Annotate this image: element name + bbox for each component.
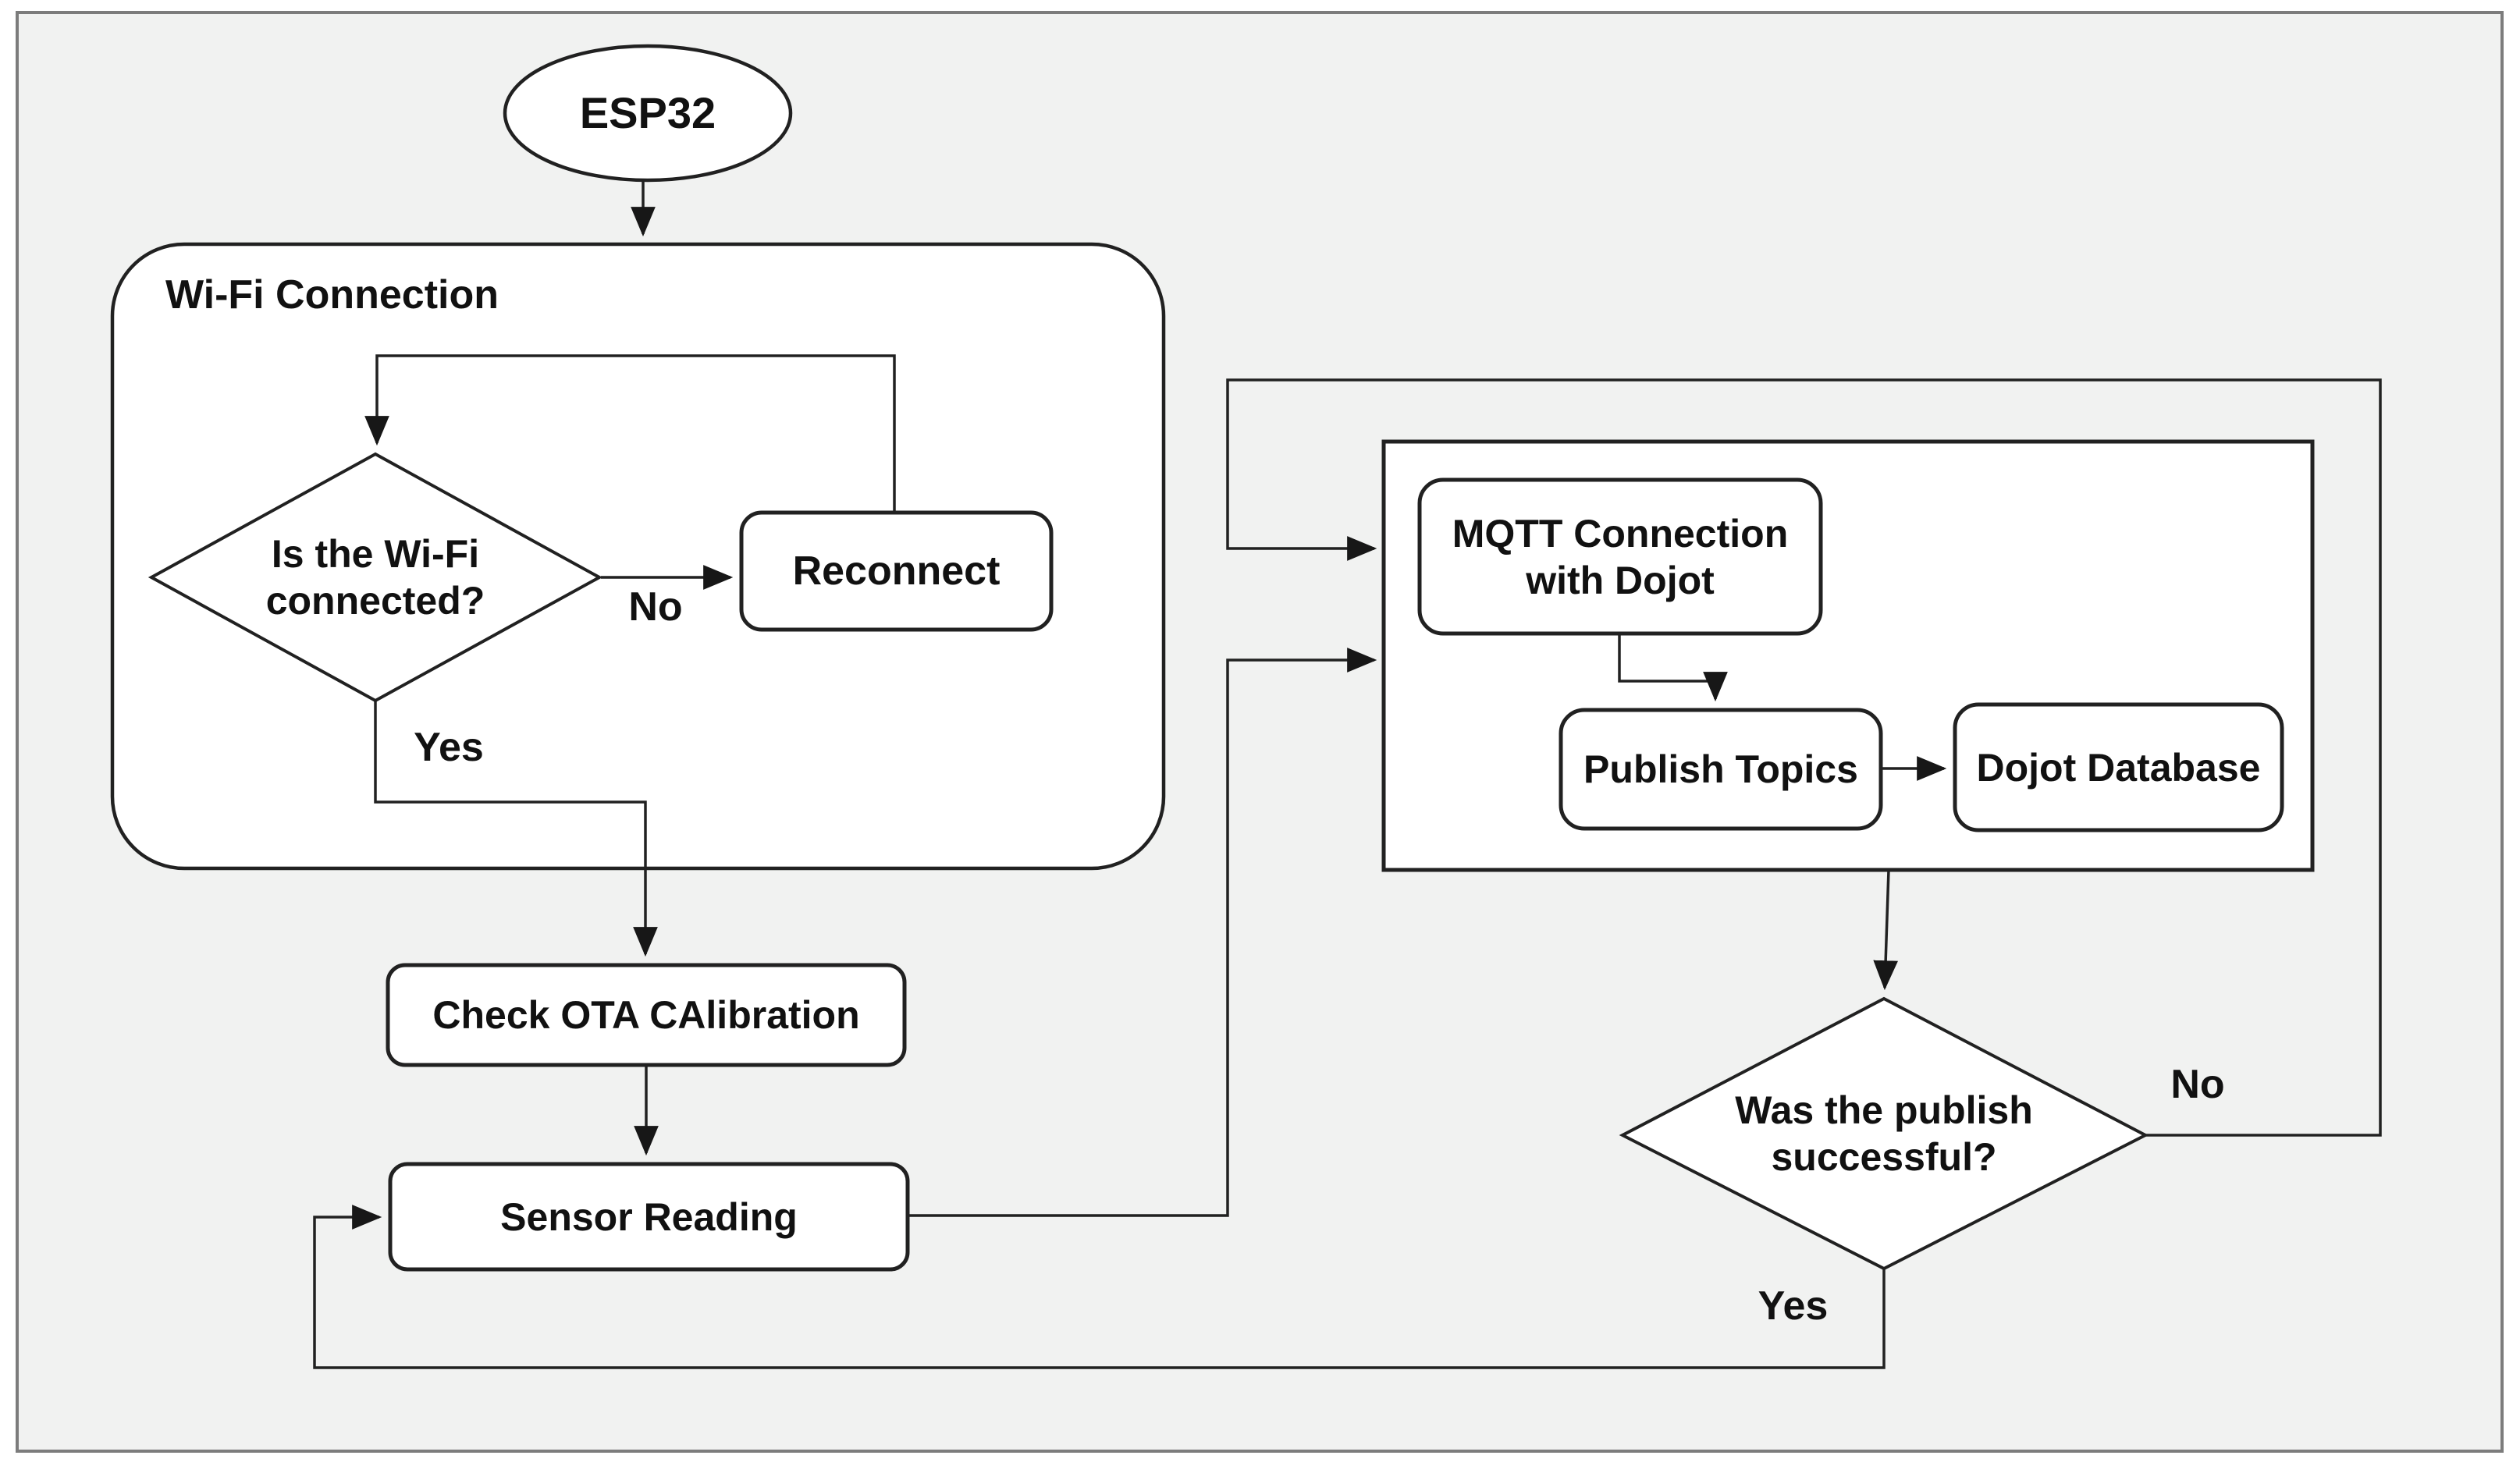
edge-reconnect-to-wifi-decision: [364, 354, 896, 513]
wifi-yes-label: Yes: [414, 724, 484, 770]
esp32-node: [503, 44, 793, 183]
edge-sensor-reading-to-mqtt-container: [908, 648, 1377, 1217]
check-ota-node: [386, 963, 907, 1067]
reconnect-node: [739, 510, 1054, 632]
publish-decision-label: Was the publish successful?: [1735, 1088, 2033, 1179]
wifi-no-label: No: [628, 584, 683, 630]
edge-mqtt-container-to-publish-decision: [1873, 869, 1898, 991]
mqtt-connection-label: MQTT Connection with Dojot: [1452, 511, 1789, 602]
wifi-decision-label: Is the Wi-Fi connected?: [265, 532, 485, 623]
publish-decision-diamond: [1619, 996, 2149, 1271]
check-ota-label: Check OTA CAlibration: [432, 993, 860, 1037]
sensor-reading-node: [388, 1162, 910, 1272]
edge-publish-decision-yes-to-sensor-reading: [313, 1205, 1886, 1369]
sensor-reading-label: Sensor Reading: [500, 1194, 798, 1239]
publish-topics-label: Publish Topics: [1583, 747, 1858, 791]
publish-topics-node: [1559, 708, 1883, 831]
edge-mqtt-connection-to-publish-topics: [1618, 634, 1728, 702]
wifi-decision-diamond: [148, 452, 603, 703]
reconnect-label: Reconnect: [792, 548, 1001, 594]
dojot-database-label: Dojot Database: [1976, 745, 2261, 790]
esp32-label: ESP32: [579, 88, 716, 138]
edge-publish-decision-no-to-mqtt-container: [1226, 378, 2382, 1137]
publish-yes-label: Yes: [1758, 1283, 1829, 1329]
edge-wifi-decision-yes-to-check-ota: [374, 701, 658, 957]
mqtt-connection-node: [1417, 477, 1823, 636]
dojot-database-node: [1953, 702, 2284, 832]
wifi-container-label: Wi-Fi Connection: [165, 272, 499, 318]
publish-no-label: No: [2170, 1061, 2225, 1107]
